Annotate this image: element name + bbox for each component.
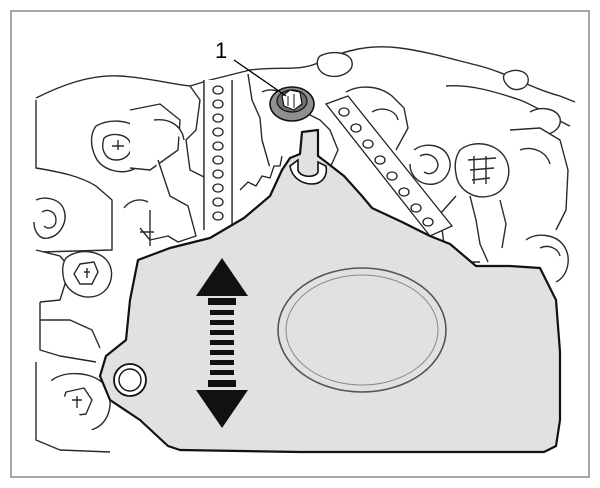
seal-circle bbox=[277, 267, 447, 393]
movement-arrow-icon bbox=[196, 258, 248, 428]
timing-chain-right bbox=[324, 95, 454, 237]
callout-label-1: 1 bbox=[215, 38, 227, 63]
background-engine-block bbox=[33, 46, 576, 453]
callout-leader-line bbox=[233, 59, 287, 97]
timing-chain-left bbox=[203, 80, 233, 230]
sprocket bbox=[239, 155, 283, 191]
tensioner-bolt bbox=[269, 86, 315, 122]
